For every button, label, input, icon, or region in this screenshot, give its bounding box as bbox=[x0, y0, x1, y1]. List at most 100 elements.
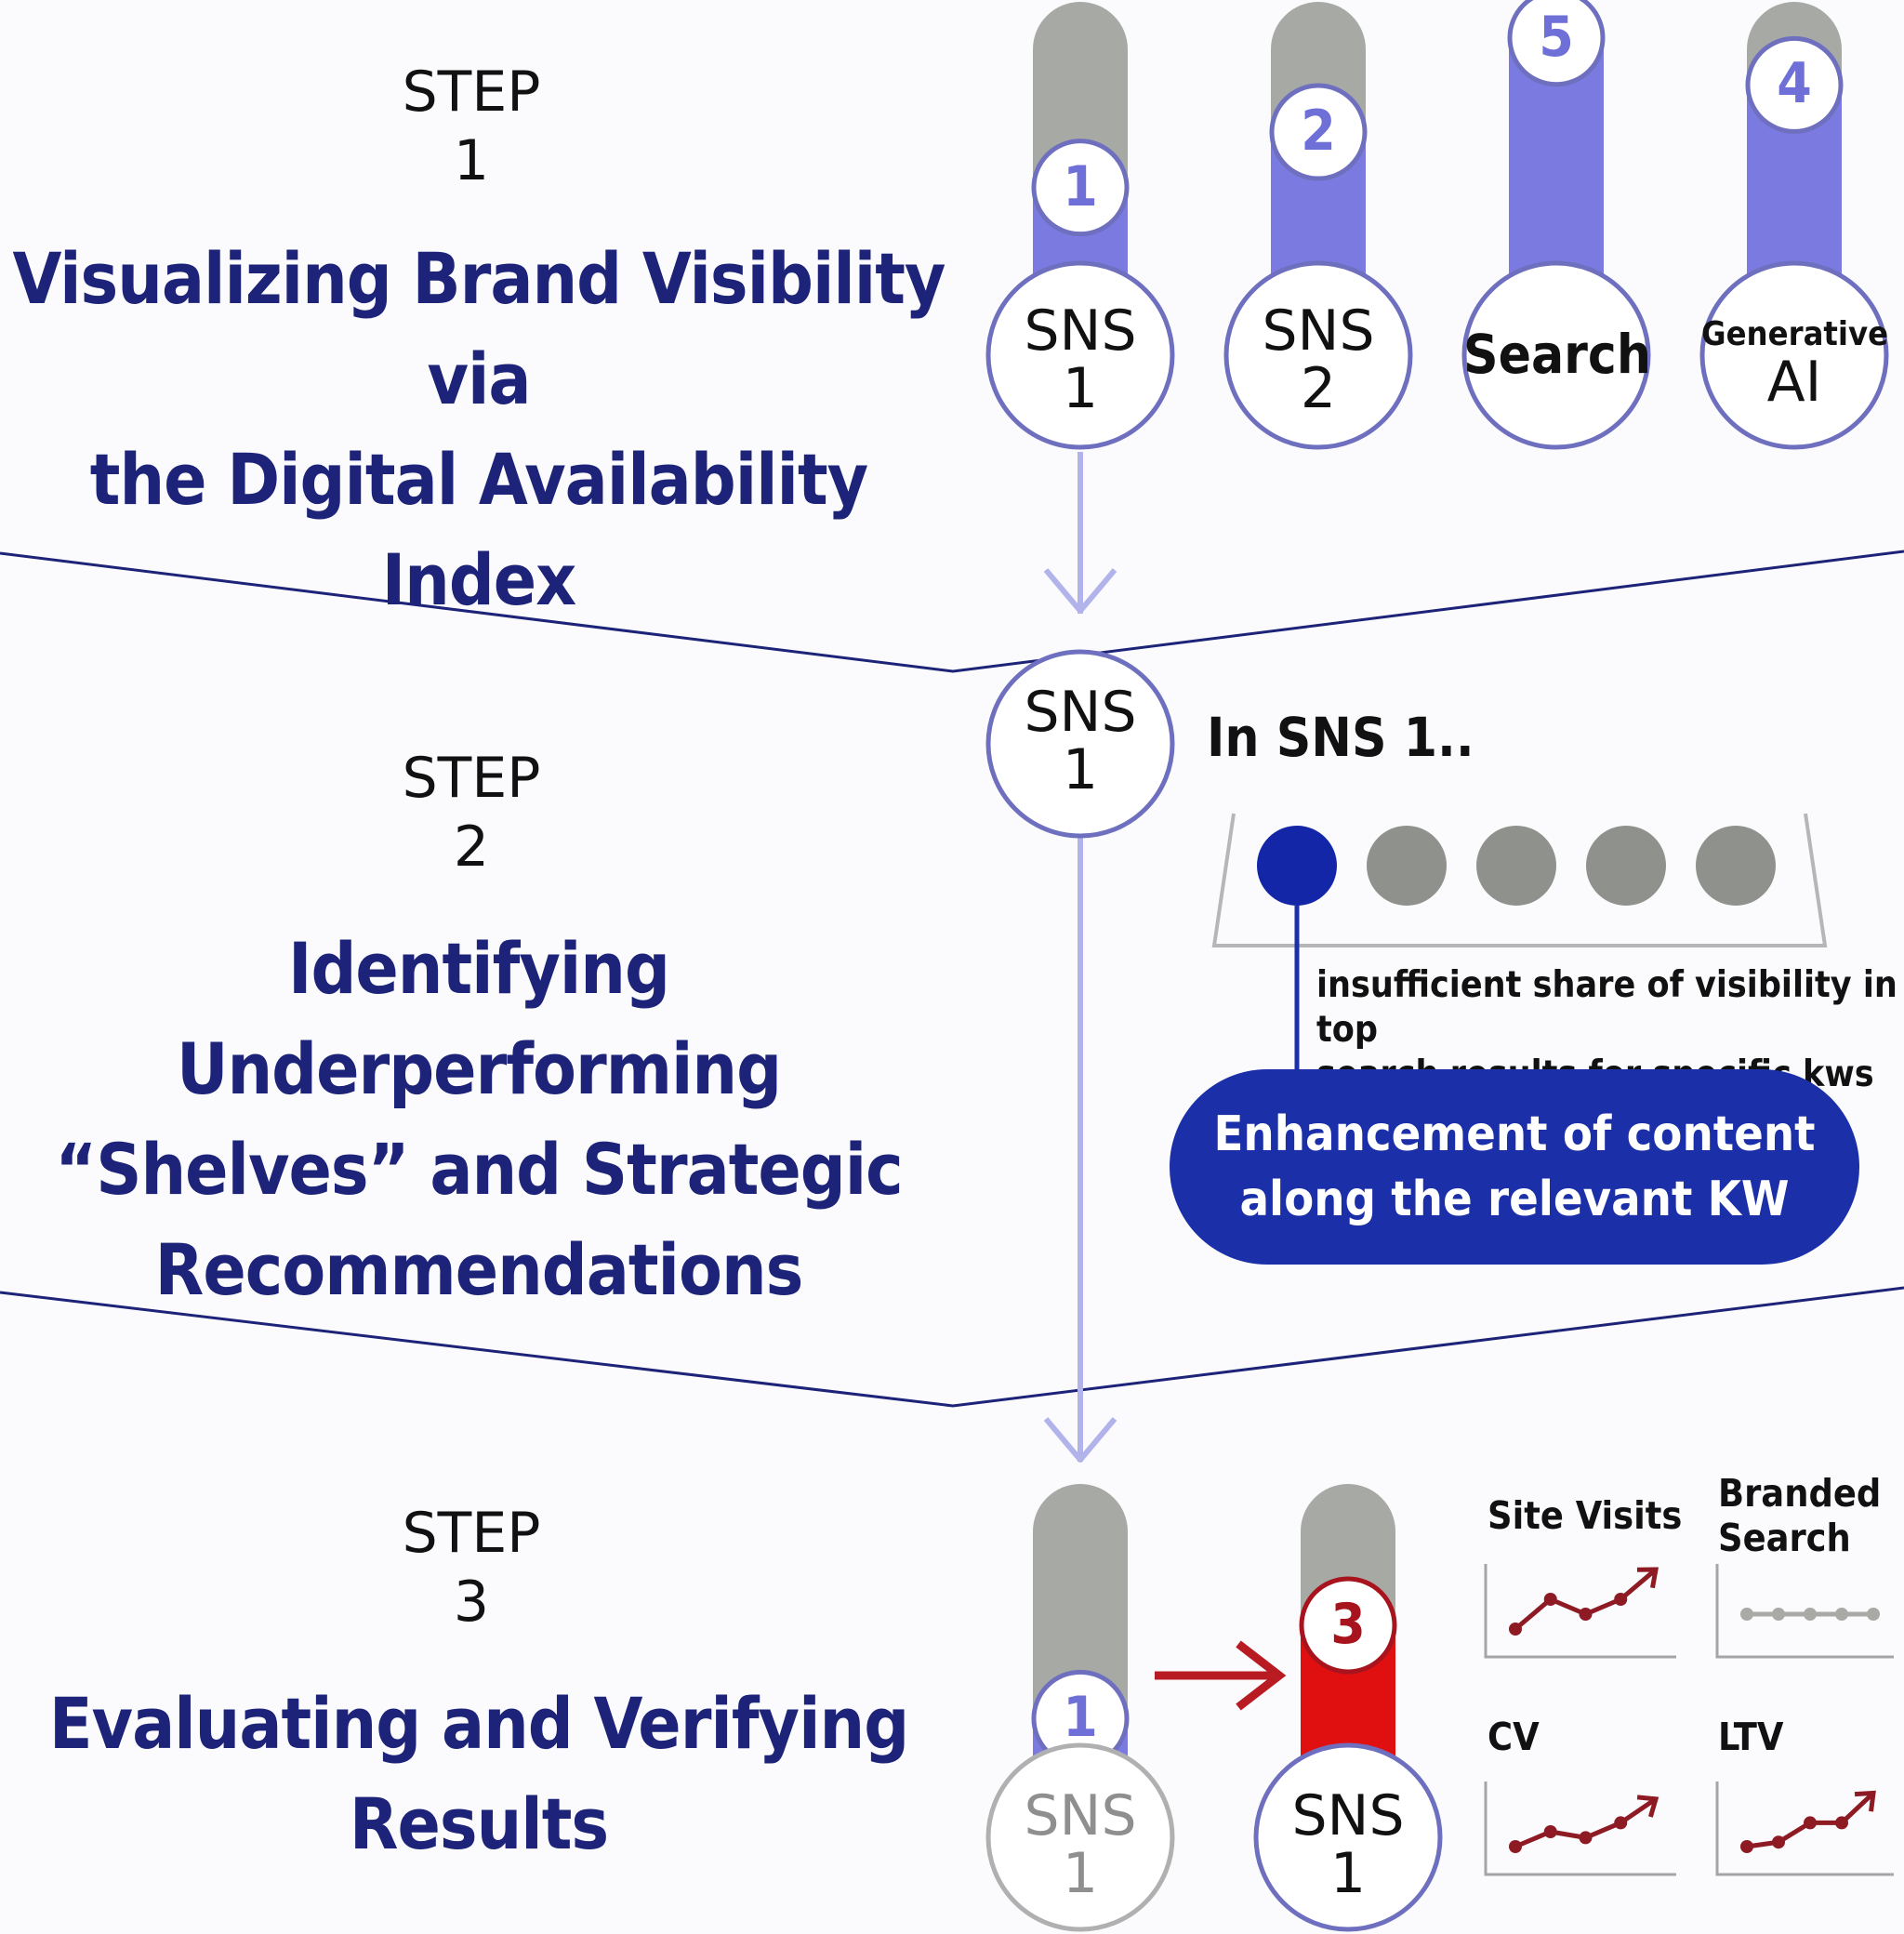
channel-genai-label: Generative AI bbox=[1701, 315, 1889, 415]
step1-title: Visualizing Brand Visibility via the Dig… bbox=[0, 229, 958, 630]
metric-branded-search-point-3 bbox=[1804, 1608, 1817, 1621]
step3-title: Evaluating and Verifying Results bbox=[0, 1674, 958, 1874]
metric-ltv-point-3 bbox=[1804, 1816, 1817, 1830]
shelf-dot-2 bbox=[1367, 826, 1447, 906]
step1-number: 1 bbox=[453, 128, 490, 193]
metric-cv-point-1 bbox=[1509, 1840, 1522, 1853]
step2-node-name: SNS bbox=[1024, 680, 1137, 745]
step2-sns1-node bbox=[985, 649, 1175, 839]
metric-ltv-label: LTV bbox=[1718, 1715, 1784, 1759]
metric-cv-axes bbox=[1484, 1782, 1676, 1876]
channel-sns1-rank: 1 bbox=[1063, 153, 1098, 219]
shelf-outline bbox=[1211, 813, 1828, 947]
channel-search-label: Search bbox=[1463, 323, 1652, 386]
metric-cv-arrowhead-icon bbox=[1636, 1795, 1659, 1818]
metric-cv-point-2 bbox=[1543, 1825, 1557, 1838]
gauge-sns1-rank-badge bbox=[1031, 139, 1130, 237]
metric-site-visits-arrowhead-icon bbox=[1636, 1567, 1659, 1589]
gauge-sns1-channel-circle bbox=[985, 260, 1175, 450]
metric-branded-search-point-5 bbox=[1867, 1608, 1880, 1621]
metric-cv-point-4 bbox=[1614, 1816, 1628, 1830]
channel-sns2-name: SNS bbox=[1262, 298, 1375, 364]
step2-label: STEP 2 bbox=[378, 744, 564, 881]
shelf-dot-3 bbox=[1476, 826, 1556, 906]
metric-site-visits-point-4 bbox=[1614, 1593, 1628, 1606]
after-sns1-name: SNS bbox=[1291, 1783, 1405, 1848]
callout-line2: along the relevant KW bbox=[1239, 1172, 1790, 1227]
before-sns1-number: 1 bbox=[1062, 1841, 1099, 1906]
step3-title-line2: Results bbox=[349, 1782, 609, 1865]
step2-label-text: STEP bbox=[402, 746, 541, 811]
connector-arrowhead-1-icon bbox=[1043, 568, 1117, 614]
step2-node-number: 1 bbox=[1062, 737, 1099, 802]
shelf-dots bbox=[1257, 826, 1776, 906]
metric-branded-search-point-2 bbox=[1772, 1608, 1785, 1621]
divider-step1-step2 bbox=[0, 550, 1904, 673]
before-sns1-name: SNS bbox=[1024, 1783, 1137, 1848]
metric-ltv-point-2 bbox=[1772, 1835, 1785, 1849]
metric-ltv-point-4 bbox=[1835, 1816, 1848, 1830]
gauge-before-channel-circle bbox=[985, 1742, 1175, 1932]
callout-line1: Enhancement of content bbox=[1213, 1106, 1816, 1162]
step3-number: 3 bbox=[453, 1570, 490, 1635]
metric-branded-search-line1: Branded bbox=[1718, 1471, 1882, 1516]
step2-title-line3: Recommendations bbox=[154, 1228, 804, 1311]
shelf-dot-5 bbox=[1696, 826, 1776, 906]
channel-genai-ai: AI bbox=[1766, 350, 1822, 415]
before-sns1-label: SNS 1 bbox=[987, 1787, 1173, 1902]
metric-branded-search-point-1 bbox=[1740, 1608, 1753, 1621]
gauge-after-channel-circle bbox=[1253, 1742, 1443, 1932]
channel-search-name: Search bbox=[1463, 323, 1652, 386]
step3-title-line1: Evaluating and Verifying bbox=[48, 1682, 909, 1765]
divider-step2-step3 bbox=[0, 1286, 1904, 1408]
channel-sns2-rank: 2 bbox=[1301, 99, 1336, 165]
step3-label: STEP 3 bbox=[378, 1499, 564, 1636]
metric-ltv-axes bbox=[1715, 1782, 1894, 1876]
channel-sns1-number: 1 bbox=[1062, 356, 1099, 421]
step2-node-label: SNS 1 bbox=[987, 683, 1173, 799]
gauge-genai-channel-circle bbox=[1699, 260, 1889, 450]
connector-arrowhead-2-icon bbox=[1043, 1417, 1117, 1463]
gauge-search-rank-badge bbox=[1507, 0, 1606, 87]
metric-ltv-point-1 bbox=[1740, 1840, 1753, 1853]
metric-site-visits-axes bbox=[1484, 1564, 1676, 1659]
step2-number: 2 bbox=[453, 815, 490, 880]
gauge-sns2-channel-circle bbox=[1223, 260, 1413, 450]
metric-branded-search-line2: Search bbox=[1718, 1516, 1851, 1560]
gauge-search-channel-circle bbox=[1461, 260, 1651, 450]
step3-label-text: STEP bbox=[402, 1501, 541, 1566]
step2-title-line1: Identifying Underperforming bbox=[176, 927, 782, 1110]
channel-sns1-name: SNS bbox=[1024, 298, 1137, 364]
gauge-genai-rank-badge bbox=[1745, 35, 1844, 134]
recommendation-callout: Enhancement of content along the relevan… bbox=[1170, 1069, 1859, 1265]
step1-visibility-gauges bbox=[985, 0, 1889, 450]
metric-branded-search-axes bbox=[1715, 1564, 1894, 1659]
step3-visibility-gauges bbox=[985, 1484, 1443, 1932]
shelf-dot-1 bbox=[1257, 826, 1337, 906]
channel-genai-name: Generative bbox=[1701, 315, 1889, 353]
metric-site-visits-point-2 bbox=[1543, 1593, 1557, 1606]
gauge-sns2-rank-badge bbox=[1269, 83, 1368, 181]
metric-site-visits-point-1 bbox=[1509, 1623, 1522, 1636]
step1-title-line2: the Digital Availability Index bbox=[89, 438, 868, 621]
channel-sns2-number: 2 bbox=[1300, 356, 1337, 421]
step2-title: Identifying Underperforming “Shelves” an… bbox=[0, 919, 958, 1320]
metric-ltv-arrowhead-icon bbox=[1854, 1790, 1876, 1812]
step1-title-line1: Visualizing Brand Visibility via bbox=[12, 237, 946, 420]
after-sns1-number: 1 bbox=[1329, 1841, 1367, 1906]
shelf-dot-4 bbox=[1586, 826, 1666, 906]
improvement-arrowhead-icon bbox=[1236, 1640, 1287, 1711]
step2-note-line1: insufficient share of visibility in top bbox=[1316, 964, 1897, 1051]
channel-sns1-label: SNS 1 bbox=[987, 302, 1173, 417]
metric-site-visits-label: Site Visits bbox=[1488, 1493, 1683, 1538]
metric-site-visits-point-3 bbox=[1579, 1608, 1593, 1621]
metric-cv-label: CV bbox=[1488, 1715, 1540, 1759]
step2-heading: In SNS 1.. bbox=[1207, 706, 1474, 769]
step2-title-line2: “Shelves” and Strategic bbox=[55, 1128, 903, 1211]
metric-cv-point-3 bbox=[1579, 1831, 1593, 1845]
step1-label: STEP 1 bbox=[378, 58, 564, 195]
step1-label-text: STEP bbox=[402, 60, 541, 125]
before-sns1-rank: 1 bbox=[1063, 1685, 1098, 1751]
